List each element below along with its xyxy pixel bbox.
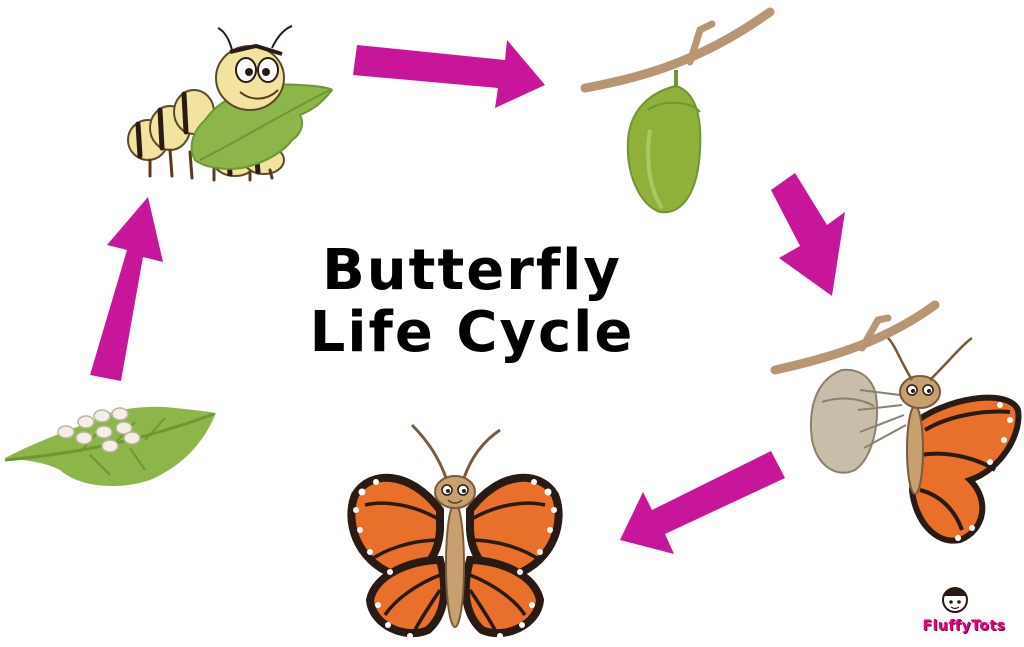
brand-logo-icon xyxy=(942,587,968,613)
chrysalis xyxy=(580,7,775,214)
arrow-caterpillar-to-chrysalis xyxy=(353,40,545,108)
title-line-1: Butterfly xyxy=(322,238,622,303)
emerging-butterfly xyxy=(770,300,1022,544)
arrow-eggs-to-caterpillar xyxy=(90,197,163,381)
arrow-chrysalis-to-emerging xyxy=(771,173,845,296)
arrow-emerging-to-adult xyxy=(620,451,785,554)
eggs-on-leaf xyxy=(4,406,216,486)
caterpillar xyxy=(127,25,334,182)
brand-name: FluffyTots xyxy=(922,618,1006,634)
title-line-2: Life Cycle xyxy=(309,300,635,365)
adult-butterfly xyxy=(347,423,563,639)
